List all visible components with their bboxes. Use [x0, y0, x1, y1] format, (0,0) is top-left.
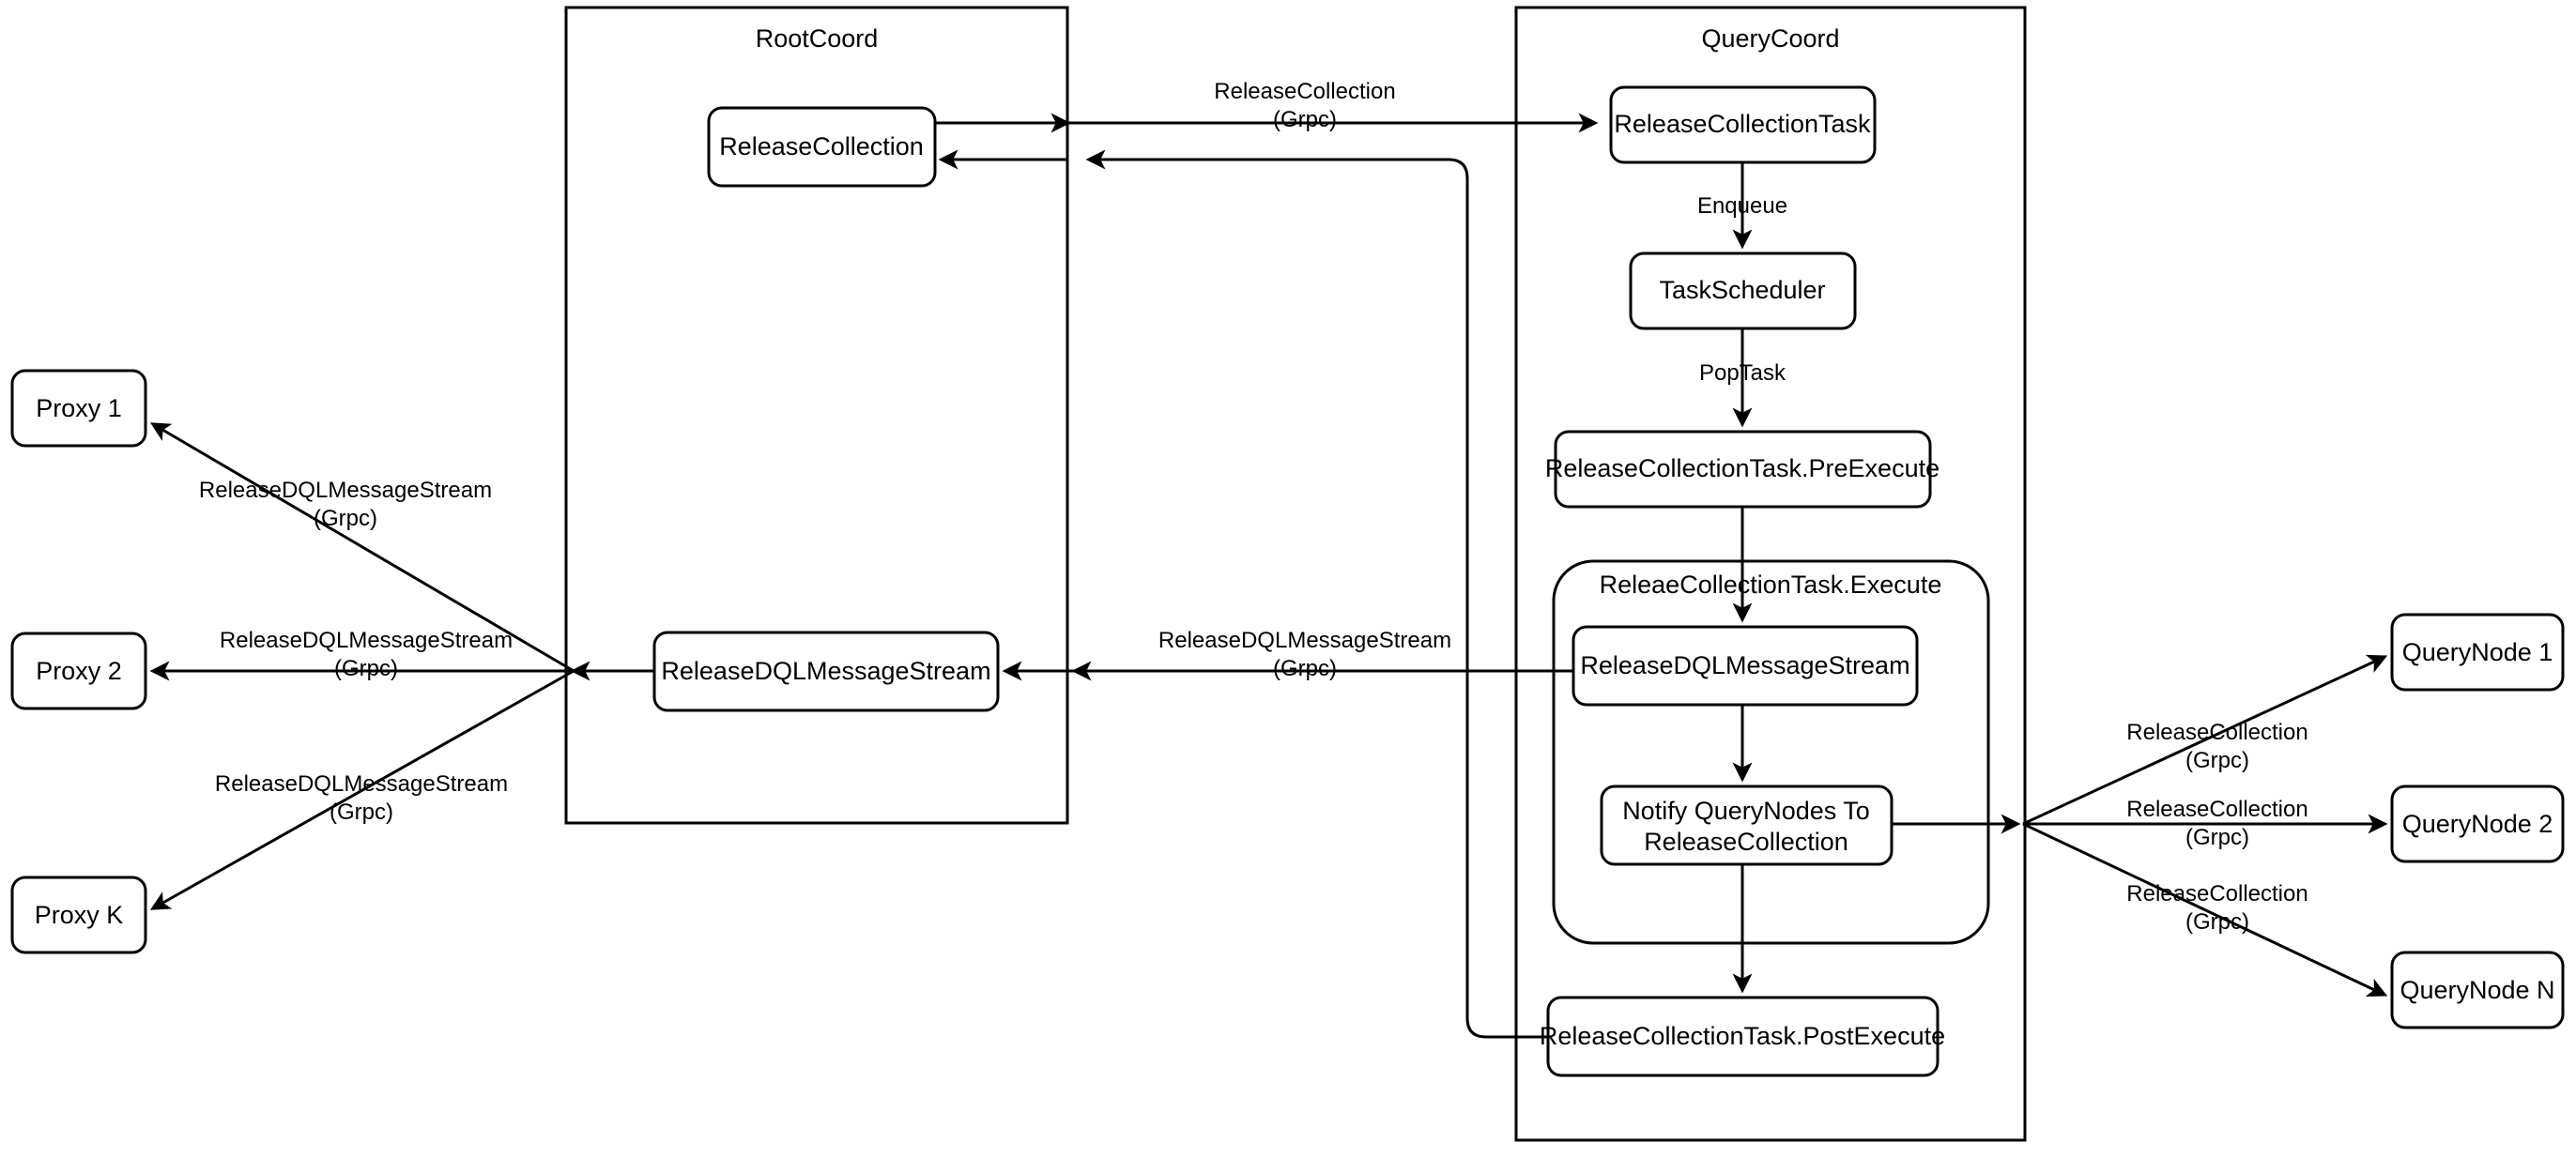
- edge-fanout-to-proxy2: ReleaseDQLMessageStream (Grpc): [149, 628, 574, 681]
- node-execute-release-dql-message-stream[interactable]: ReleaseDQLMessageStream: [1572, 625, 1919, 707]
- node-release-collection[interactable]: ReleaseCollection: [707, 106, 937, 188]
- edge-postexecute-to-releasecollection: [938, 149, 1548, 1039]
- edge-label-querynode2-line2: (Grpc): [2185, 825, 2249, 850]
- container-querycoord: QueryCoord: [1514, 6, 2027, 1142]
- node-querynode-n[interactable]: QueryNode N: [2390, 951, 2565, 1029]
- container-execute: ReleaeCollectionTask.Execute: [1552, 559, 1990, 945]
- edge-label-proxy1-line1: ReleaseDQLMessageStream: [199, 478, 492, 503]
- edge-label-proxy2-line2: (Grpc): [334, 656, 398, 681]
- edge-fanout-to-proxyk: ReleaseDQLMessageStream (Grpc): [149, 669, 575, 910]
- node-rootcoord-release-dql-message-stream[interactable]: ReleaseDQLMessageStream: [652, 631, 1000, 712]
- node-label-notify-line2: ReleaseCollection: [1644, 828, 1848, 856]
- node-pre-execute[interactable]: ReleaseCollectionTask.PreExecute: [1545, 430, 1940, 509]
- node-notify-querynodes[interactable]: Notify QueryNodes To ReleaseCollection: [1600, 785, 1894, 866]
- node-post-execute[interactable]: ReleaseCollectionTask.PostExecute: [1540, 996, 1945, 1077]
- edge-scheduler-to-preexecute: PopTask: [1699, 328, 1786, 428]
- container-rootcoord: RootCoord: [564, 6, 1069, 825]
- node-release-collection-task[interactable]: ReleaseCollectionTask: [1609, 85, 1877, 164]
- edge-label-proxyk-line2: (Grpc): [330, 800, 393, 825]
- edge-label-enqueue: Enqueue: [1697, 193, 1787, 219]
- edge-label-querynode2-line1: ReleaseCollection: [2126, 797, 2308, 822]
- edge-label-releasecollection-grpc-line1: ReleaseCollection: [1214, 79, 1395, 104]
- edge-label-querynoden-line1: ReleaseCollection: [2126, 881, 2308, 906]
- edge-label-dql-grpc-center-line2: (Grpc): [1273, 656, 1337, 681]
- edge-task-to-scheduler: Enqueue: [1697, 162, 1787, 250]
- rootcoord-title: RootCoord: [756, 24, 879, 53]
- edge-label-proxy1-line2: (Grpc): [314, 506, 377, 531]
- node-label-release-collection: ReleaseCollection: [719, 132, 924, 160]
- edge-fanout-to-proxy1: ReleaseDQLMessageStream (Grpc): [149, 422, 575, 673]
- node-querynode-1[interactable]: QueryNode 1: [2390, 613, 2565, 692]
- edge-label-dql-grpc-center-line1: ReleaseDQLMessageStream: [1158, 628, 1451, 653]
- node-label-post-execute: ReleaseCollectionTask.PostExecute: [1540, 1022, 1945, 1050]
- edge-label-poptask: PopTask: [1699, 360, 1786, 386]
- node-label-task-scheduler: TaskScheduler: [1659, 276, 1825, 304]
- node-proxy-1[interactable]: Proxy 1: [10, 369, 147, 448]
- edge-label-querynode1-line2: (Grpc): [2185, 748, 2249, 773]
- node-proxy-k[interactable]: Proxy K: [10, 876, 147, 954]
- node-label-pre-execute: ReleaseCollectionTask.PreExecute: [1545, 454, 1940, 482]
- edge-fanout-to-querynode2: ReleaseCollection (Grpc): [2023, 797, 2388, 850]
- edge-label-proxy2-line1: ReleaseDQLMessageStream: [220, 628, 513, 653]
- edge-fanout-to-querynoden: ReleaseCollection (Grpc): [2022, 822, 2388, 998]
- node-task-scheduler[interactable]: TaskScheduler: [1629, 251, 1857, 330]
- node-label-execute-release-dql: ReleaseDQLMessageStream: [1580, 651, 1909, 679]
- edge-qc-dql-to-rc-dql: ReleaseDQLMessageStream (Grpc): [1002, 628, 1573, 681]
- node-label-proxy-1: Proxy 1: [36, 394, 122, 422]
- node-label-querynode-2: QueryNode 2: [2402, 810, 2553, 838]
- node-label-querynode-1: QueryNode 1: [2402, 638, 2553, 666]
- node-proxy-2[interactable]: Proxy 2: [10, 632, 147, 710]
- node-label-proxy-2: Proxy 2: [36, 657, 122, 685]
- querycoord-title: QueryCoord: [1701, 24, 1839, 53]
- node-label-proxy-k: Proxy K: [35, 901, 124, 929]
- edge-label-querynode1-line1: ReleaseCollection: [2126, 720, 2308, 745]
- node-label-release-collection-task: ReleaseCollectionTask: [1614, 110, 1871, 138]
- edge-releasecollection-to-task: ReleaseCollection (Grpc): [935, 79, 1599, 133]
- execute-container-title: ReleaeCollectionTask.Execute: [1600, 571, 1942, 599]
- node-label-notify-line1: Notify QueryNodes To: [1622, 797, 1870, 825]
- edge-fanout-to-querynode1: ReleaseCollection (Grpc): [2022, 654, 2388, 826]
- edge-label-releasecollection-grpc-line2: (Grpc): [1273, 107, 1337, 132]
- edge-label-proxyk-line1: ReleaseDQLMessageStream: [215, 771, 508, 797]
- edge-label-querynoden-line2: (Grpc): [2185, 909, 2249, 935]
- node-querynode-2[interactable]: QueryNode 2: [2390, 785, 2565, 863]
- node-label-querynode-n: QueryNode N: [2400, 976, 2554, 1004]
- node-label-rootcoord-release-dql: ReleaseDQLMessageStream: [661, 657, 990, 685]
